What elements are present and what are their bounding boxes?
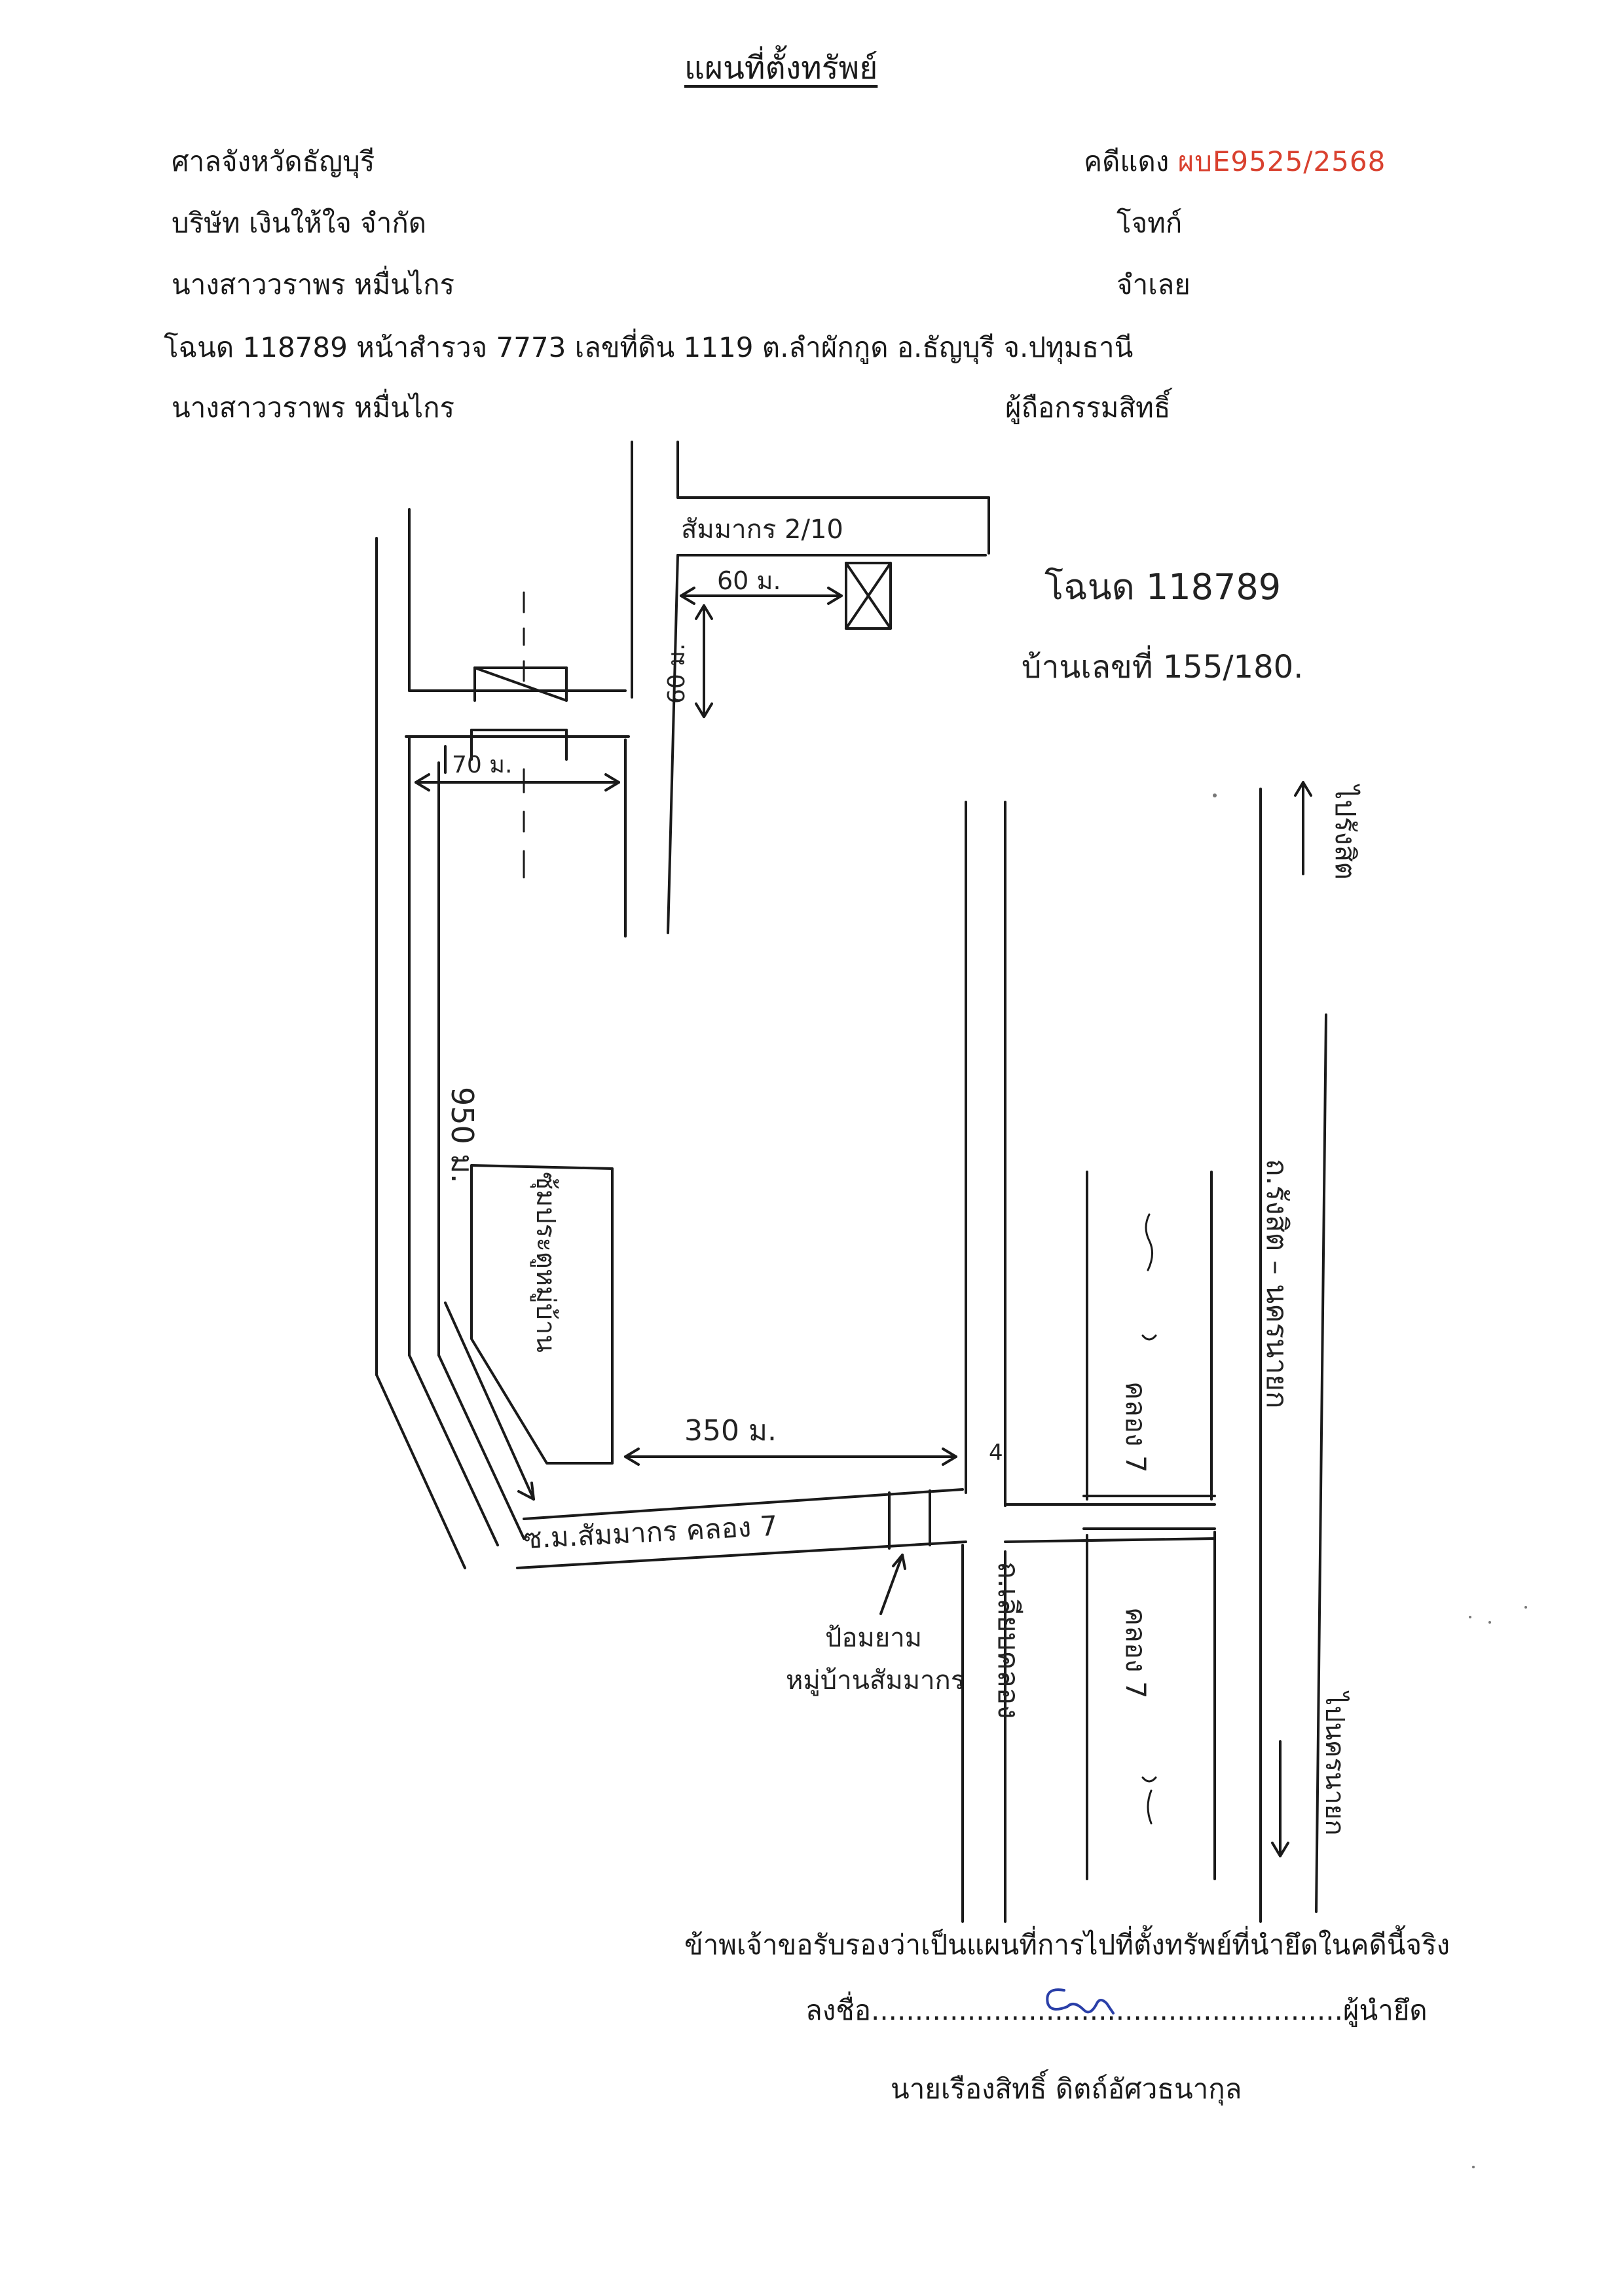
dist-60-horizontal: 60 ม. [717, 566, 781, 595]
signature-scribble [1046, 1988, 1115, 2014]
landmark-guard-post: ป้อมยาม [825, 1623, 922, 1653]
case-label: คดีแดง [1084, 145, 1170, 177]
soi-sammakorn-2-10-road [676, 441, 990, 556]
village-inner-road [375, 441, 679, 1376]
soi-label: สัมมากร 2/10 [681, 515, 843, 545]
dist-350: 350 ม. [684, 1414, 777, 1448]
dist-950: 950 ม. [445, 1087, 480, 1183]
guard-post-pointer [879, 1554, 906, 1615]
dimension-70m [415, 745, 620, 792]
village-gate-block [470, 1164, 614, 1465]
deed-note: โฉนด 118789 [1044, 566, 1281, 608]
case-number-line: คดีแดง ผบE9525/2568 [1084, 148, 1386, 175]
canal-label-top: คลอง 7 [1120, 1381, 1152, 1473]
case-number: ผบE9525/2568 [1177, 145, 1386, 177]
defendant-name: นางสาววราพร หมื่นไกร [172, 268, 455, 301]
canal-label-bottom: คลอง 7 [1120, 1607, 1152, 1699]
canal-road-label: ถ.เลียบคลอง [991, 1561, 1025, 1719]
highway-label: ถ.รังสิต – นครนายก [1260, 1159, 1293, 1409]
court-name: ศาลจังหวัดธัญบุรี [172, 145, 375, 177]
signature-line: ลงชื่อ..................................… [805, 1997, 1428, 2024]
plaintiff-role: โจทก์ [1116, 207, 1183, 239]
document-title: แผนที่ตั้งทรัพย์ [684, 50, 878, 86]
canal-side-road [961, 801, 1006, 1923]
to-nakhon-nayok-label: ไปนครนายก [1320, 1690, 1350, 1836]
arrow-to-nakhon-nayok [1271, 1740, 1289, 1857]
owner-role: ผู้ถือกรรมสิทธิ์ [1005, 392, 1171, 424]
defendant-role: จำเลย [1116, 268, 1190, 301]
canal-flow-marks [1141, 1213, 1157, 1825]
signer-name: นายเรืองสิทธิ์ ดิตถ์อัศวธนากุล [891, 2073, 1242, 2105]
scan-specks [1213, 793, 1527, 2168]
arrow-950m [444, 1302, 535, 1501]
dimension-60m-vertical [695, 604, 713, 718]
crossing-road [1004, 1495, 1216, 1543]
sign-suffix: ผู้นำยึด [1342, 1994, 1428, 2026]
deed-details: โฉนด 118789 หน้าสำรวจ 7773 เลขที่ดิน 111… [164, 331, 1134, 363]
arrow-to-rangsit [1294, 781, 1312, 875]
village-gate-label: ซุ้มประตูหมู่บ้าน [530, 1172, 561, 1353]
highway-road [1259, 788, 1327, 1923]
to-rangsit-label: ไปรังสิต [1329, 784, 1361, 880]
main-soi-road [516, 1488, 967, 1569]
dimension-350m [624, 1448, 957, 1466]
dimension-60m-horizontal [680, 587, 843, 605]
dist-70: 70 ม. [452, 752, 512, 778]
plaintiff-name: บริษัท เงินให้ใจ จำกัด [172, 207, 427, 239]
sign-prefix: ลงชื่อ [805, 1994, 871, 2026]
dist-60-vertical: 60 ม. [663, 644, 690, 704]
sign-dots: ........................................… [870, 1994, 1343, 2026]
khlong-7-canal [1086, 1171, 1216, 1880]
intersection-mark: 4 [989, 1440, 1003, 1466]
house-number-note: บ้านเลขที่ 155/180. [1022, 645, 1303, 685]
property-plot [845, 562, 892, 630]
road-950m [375, 735, 525, 1569]
owner-name: นางสาววราพร หมื่นไกร [172, 392, 455, 424]
certification-text: ข้าพเจ้าขอรับรองว่าเป็นแผนที่การไปที่ตั้… [684, 1929, 1450, 1961]
landmark-village: หมู่บ้านสัมมากร [786, 1666, 965, 1696]
